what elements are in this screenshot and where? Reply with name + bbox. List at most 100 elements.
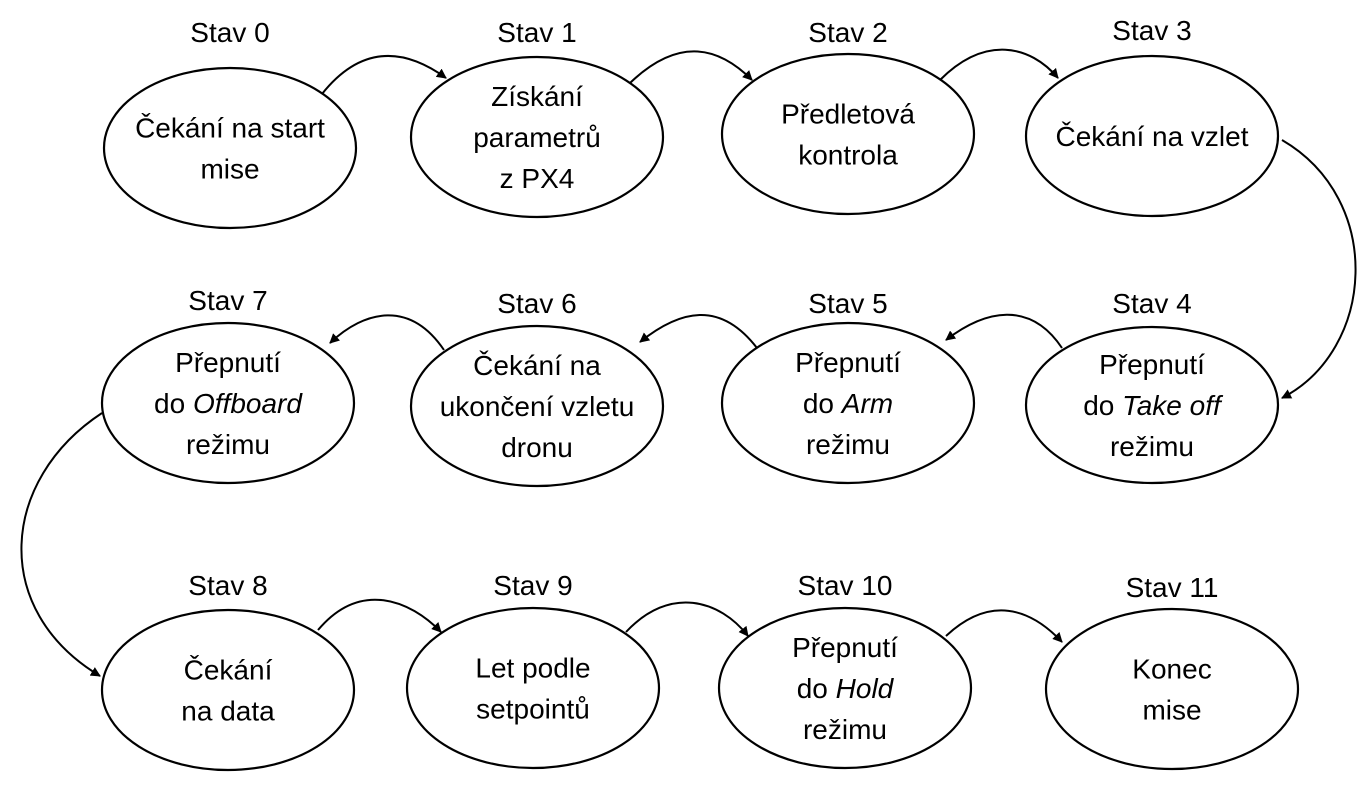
state-ellipse [100,608,356,772]
state-text-segment: na data [181,696,275,727]
state-label: Stav 5 [808,288,887,319]
state-text-segment: Získání [491,81,583,112]
state-text-segment: Přepnutí [1099,349,1205,380]
state-text-line: režimu [186,429,270,460]
transition-arrow-7-8 [20,412,103,677]
transition-arrow-9-10 [625,601,749,637]
state-label: Stav 7 [188,285,267,316]
state-text-segment: režimu [186,429,270,460]
state-ellipse [720,52,976,216]
state-text-segment: Předletová [781,99,915,130]
transition-arrow-6-7 [329,314,445,351]
state-ellipse [100,321,356,485]
state-ellipse [1024,325,1280,485]
state-text-segment: Přepnutí [792,632,898,663]
state-text-line: režimu [803,714,887,745]
state-text-line: dronu [501,432,573,463]
transition-arrow-3-4 [1281,139,1357,399]
state-text-line: Let podle [475,653,590,684]
state-11: Stav 11 Konec mise [1044,572,1300,771]
state-text-segment: do [803,388,842,419]
state-text-line: Přepnutí [792,632,898,663]
state-text-segment: Čekání na vzlet [1056,121,1249,152]
state-6: Stav 6 Čekání na ukončení vzletu dronu [409,288,665,488]
state-text-line: Čekání na start [135,113,325,144]
transition-arrow-1-2 [629,50,753,84]
state-text-line: Předletová [781,99,915,130]
state-ellipse [717,606,973,770]
state-label: Stav 10 [798,570,893,601]
state-text-segment: setpointů [476,694,590,725]
state-label: Stav 3 [1112,15,1191,46]
state-text-segment: parametrů [473,122,601,153]
transition-arrow-10-11 [945,609,1063,643]
state-text-line: Čekání na [473,350,601,381]
state-text-segment: Take off [1122,390,1224,421]
state-text-segment: mise [1142,695,1201,726]
state-10: Stav 10 Přepnutí do Hold režimu [717,570,973,770]
transition-arrow-0-1 [321,55,447,95]
transition-arrow-8-9 [317,598,442,633]
state-text-line: mise [1142,695,1201,726]
state-ellipse [405,606,661,770]
state-text-line: Konec [1132,654,1211,685]
state-text-segment: Offboard [193,388,303,419]
state-text-line: Čekání [184,655,273,686]
state-label: Stav 8 [188,570,267,601]
transitions [20,48,1357,677]
state-text-segment: ukončení vzletu [440,391,635,422]
state-7: Stav 7 Přepnutí do Offboard režimu [100,285,356,485]
state-text-segment: Let podle [475,653,590,684]
state-label: Stav 2 [808,17,887,48]
state-text-segment: do [797,673,836,704]
state-text-line: setpointů [476,694,590,725]
state-ellipse [409,324,665,488]
transition-arrow-4-5 [945,313,1063,349]
state-text-segment: do [154,388,193,419]
state-text-line: Přepnutí [1099,349,1205,380]
state-3: Stav 3 Čekání na vzlet [1024,15,1280,218]
state-text-segment: kontrola [798,140,898,171]
state-text-segment: Přepnutí [795,347,901,378]
state-label: Stav 9 [493,570,572,601]
state-text-line: režimu [1110,431,1194,462]
state-label: Stav 1 [497,17,576,48]
states: Stav 0 Čekání na start mise Stav 1 Získání pa… [100,15,1300,772]
state-label: Stav 6 [497,288,576,319]
state-text-segment: Čekání na [473,350,601,381]
state-label: Stav 0 [190,17,269,48]
state-ellipse [720,321,976,485]
state-text-segment: Přepnutí [175,347,281,378]
state-label: Stav 11 [1126,572,1219,603]
state-text-line: do Offboard [154,388,303,419]
state-text-line: Přepnutí [795,347,901,378]
state-1: Stav 1 Získání parametrů z PX4 [409,17,665,219]
state-text-segment: dronu [501,432,573,463]
state-label: Stav 4 [1112,288,1191,319]
state-text-line: parametrů [473,122,601,153]
transition-arrow-2-3 [939,48,1059,81]
state-text-line: kontrola [798,140,898,171]
state-text-segment: do [1083,390,1122,421]
state-text-line: do Hold [797,673,895,704]
state-text-line: režimu [806,429,890,460]
state-text-segment: Konec [1132,654,1211,685]
state-9: Stav 9 Let podle setpointů [405,570,661,770]
state-ellipse [409,55,665,219]
state-text-line: mise [200,154,259,185]
state-text-line: Získání [491,81,583,112]
state-text-line: z PX4 [500,163,575,194]
state-0: Stav 0 Čekání na start mise [102,17,358,230]
state-text-line: do Take off [1083,390,1224,421]
state-text-line: ukončení vzletu [440,391,635,422]
state-text-segment: Čekání na start [135,113,325,144]
state-text-segment: režimu [1110,431,1194,462]
state-2: Stav 2 Předletová kontrola [720,17,976,216]
state-text-line: Přepnutí [175,347,281,378]
state-8: Stav 8 Čekání na data [100,570,356,772]
state-text-segment: z PX4 [500,163,575,194]
state-ellipse [1024,54,1280,218]
state-ellipse [102,66,358,230]
